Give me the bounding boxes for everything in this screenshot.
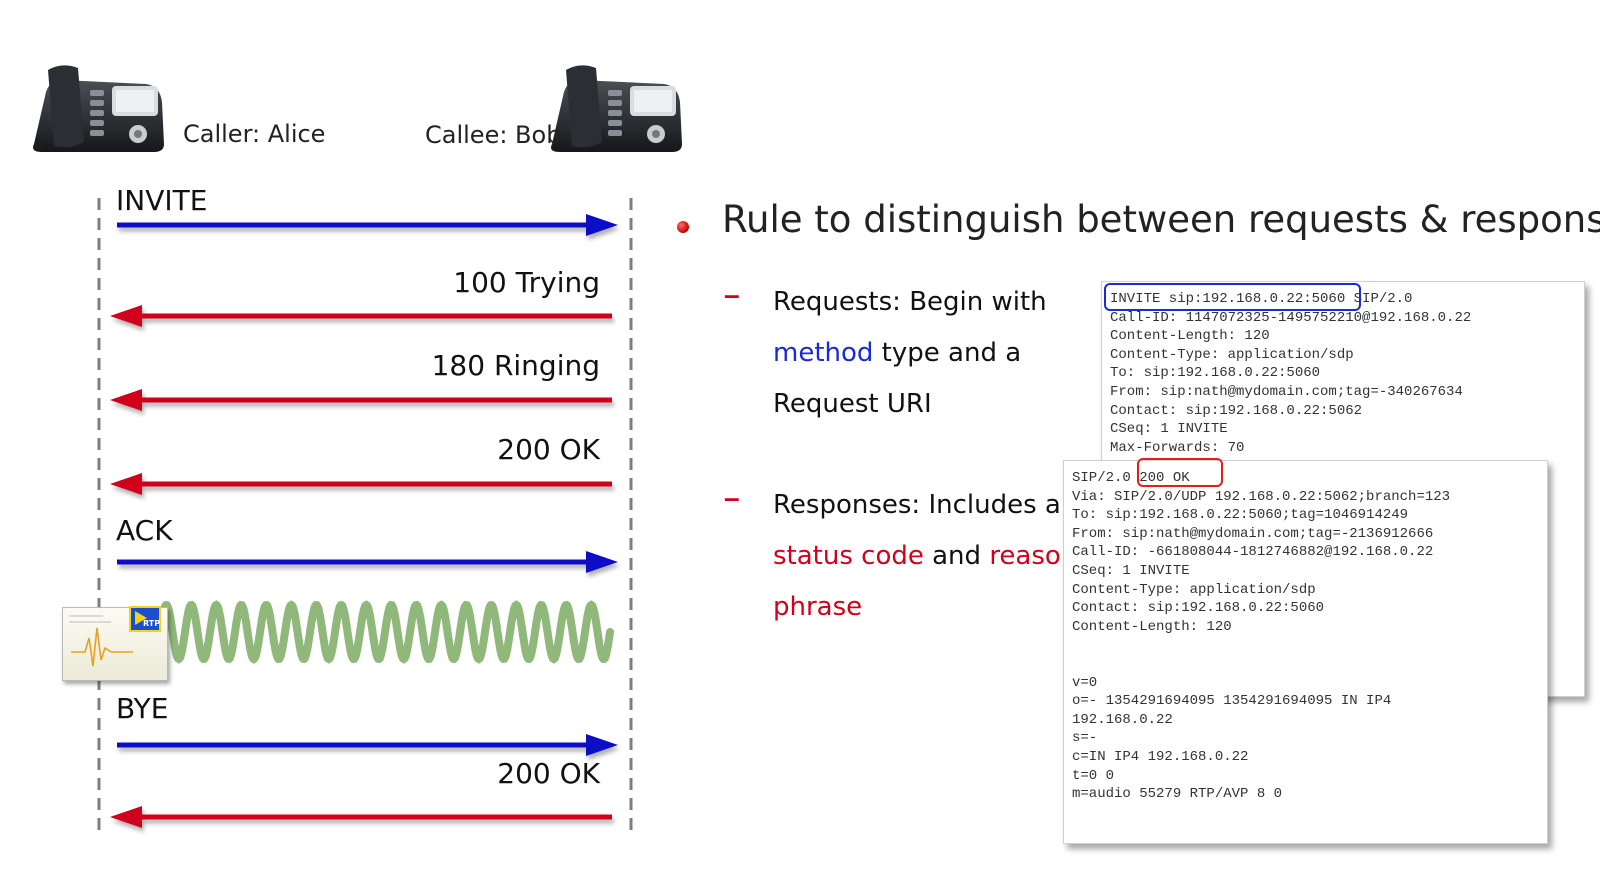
play-icon: [135, 611, 147, 625]
rtp-badge-label: RTP: [143, 619, 161, 628]
trying-label: 100 Trying: [453, 266, 600, 299]
method-word: method: [773, 338, 874, 368]
bye-ok-arrow: [110, 806, 612, 828]
trying-arrow: [110, 305, 612, 327]
request-packet-line: INVITE sip:192.168.0.22:5060 SIP/2.0: [1110, 291, 1413, 307]
requests-line-2: method type and a: [773, 338, 1021, 368]
response-packet-line: m=audio 55279 RTP/AVP 8 0: [1072, 786, 1283, 803]
request-line-highlight: [1104, 283, 1361, 311]
response-packet-line: v=0: [1072, 674, 1098, 691]
request-packet-line: Content-Length: 120: [1110, 328, 1270, 345]
bye-label: BYE: [116, 692, 169, 725]
responses-line-1-rest: : Includes a: [911, 490, 1061, 520]
rtp-thumbnail: RTP: [62, 606, 168, 681]
request-packet-line: Content-Type: application/sdp: [1110, 346, 1354, 363]
response-packet-line: From: sip:nath@mydomain.com;tag=-2136912…: [1072, 525, 1434, 542]
response-packet-line: To: sip:192.168.0.22:5060;tag=1046914249: [1072, 507, 1409, 524]
sequence-diagram: [97, 198, 633, 836]
invite-arrow: [117, 214, 618, 236]
responses-term: Responses: [773, 490, 912, 520]
status-line-highlight: [1137, 458, 1223, 487]
ringing-arrow: [110, 389, 612, 411]
ack-label: ACK: [116, 514, 173, 547]
request-packet-line: Call-ID: 1147072325-1495752210@192.168.0…: [1110, 309, 1472, 326]
requests-line-1-rest: : Begin with: [892, 287, 1047, 317]
requests-term: Requests: [773, 287, 893, 317]
responses-line-2: status code and reason: [773, 541, 1077, 571]
callee-phone-icon: [551, 65, 682, 152]
status-code-word: status code: [773, 541, 924, 571]
request-packet-line: Max-Forwards: 70: [1110, 439, 1245, 456]
callee-label: Callee: Bob: [425, 121, 562, 149]
request-packet-line: Contact: sip:192.168.0.22:5062: [1110, 402, 1363, 419]
responses-line-2-mid: and: [923, 541, 990, 571]
ringing-label: 180 Ringing: [431, 349, 600, 382]
response-packet-line: o=- 1354291694095 1354291694095 IN IP4: [1072, 693, 1392, 710]
response-packet-line: Contact: sip:192.168.0.22:5060: [1072, 600, 1325, 617]
requests-line-1: Requests: Begin with: [773, 287, 1047, 317]
requests-line-2-rest: type and a: [873, 338, 1022, 368]
response-packet-line: Content-Type: application/sdp: [1072, 581, 1316, 598]
responses-dash: –: [724, 482, 740, 513]
ok-arrow: [110, 473, 612, 495]
responses-line-1: Responses: Includes a: [773, 490, 1061, 520]
response-packet-line: s=-: [1072, 730, 1098, 747]
ok-label: 200 OK: [497, 433, 600, 466]
caller-phone-icon: [33, 65, 164, 152]
request-packet-line: CSeq: 1 INVITE: [1110, 421, 1228, 438]
response-packet-line: c=IN IP4 192.168.0.22: [1072, 748, 1249, 765]
requests-dash: –: [724, 279, 740, 310]
request-packet-line: To: sip:192.168.0.22:5060: [1110, 365, 1321, 382]
response-packet-line: [1072, 636, 1539, 655]
ack-arrow: [117, 551, 618, 573]
response-packet-line: 192.168.0.22: [1072, 711, 1173, 728]
response-packet-line: Content-Length: 120: [1072, 618, 1232, 635]
bye-arrow: [117, 734, 618, 756]
bullet-icon: [677, 221, 689, 233]
response-packet-line: Via: SIP/2.0/UDP 192.168.0.22:5062;branc…: [1072, 488, 1451, 505]
waveform-icon: [69, 615, 133, 667]
response-packet-line: Call-ID: -661808044-1812746882@192.168.0…: [1072, 544, 1434, 561]
bye-ok-label: 200 OK: [497, 757, 600, 790]
response-packet-line: [1072, 655, 1539, 674]
response-packet: SIP/2.0 200 OK Via: SIP/2.0/UDP 192.168.0…: [1063, 460, 1548, 844]
rtp-media-wave: [156, 600, 614, 664]
response-packet-line: SIP/2.0 200 OK: [1072, 470, 1190, 486]
response-packet-line: t=0 0: [1072, 767, 1115, 784]
rtp-badge: RTP: [129, 606, 161, 632]
requests-line-3: Request URI: [773, 389, 932, 419]
caller-label: Caller: Alice: [183, 120, 326, 148]
reason-word: reason: [989, 541, 1078, 571]
slide-question: Rule to distinguish between requests & r…: [722, 198, 1600, 241]
responses-line-3: phrase: [773, 592, 863, 622]
invite-label: INVITE: [116, 184, 208, 217]
request-packet-line: From: sip:nath@mydomain.com;tag=-3402676…: [1110, 383, 1463, 400]
response-packet-line: CSeq: 1 INVITE: [1072, 562, 1190, 579]
